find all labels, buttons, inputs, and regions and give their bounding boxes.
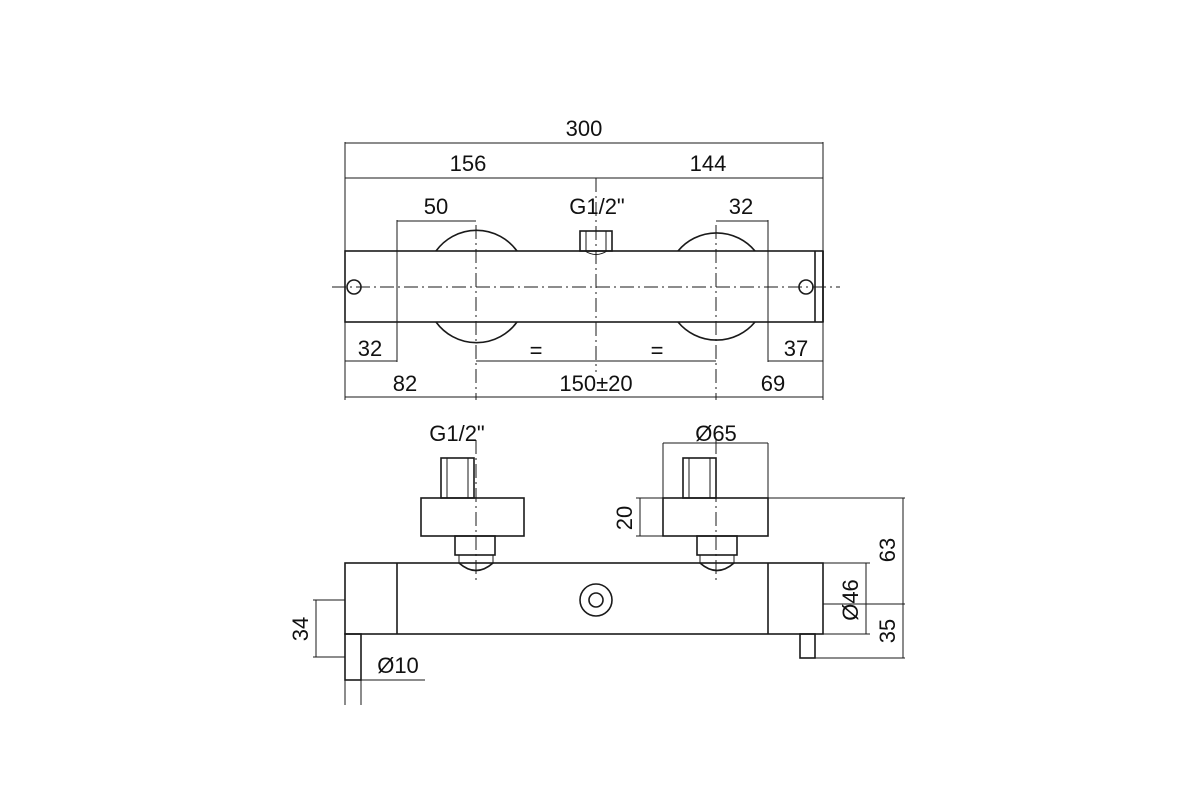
dim-right-end: 37 <box>784 336 808 361</box>
dim-overall-length: 300 <box>566 116 603 141</box>
dim-flange-thickness: 20 <box>612 506 637 530</box>
dim-centres: 150±20 <box>559 371 632 396</box>
centre-outlet-inner <box>588 592 604 608</box>
equal-mark-right: = <box>651 338 664 363</box>
top-inlet-label: G1/2" <box>569 194 625 219</box>
dim-bottom-right: 69 <box>761 371 785 396</box>
dim-outlet-diameter: Ø10 <box>377 653 419 678</box>
dim-bottom-left: 82 <box>393 371 417 396</box>
front-view: G1/2" Ø65 20 63 Ø46 35 34 Ø10 <box>288 421 905 705</box>
left-inlet-fitting <box>440 457 475 499</box>
top-view: 300 156 144 50 32 G1/2" 32 37 = = 82 150… <box>332 116 840 400</box>
left-flange <box>420 497 525 537</box>
dim-left-end: 32 <box>358 336 382 361</box>
right-outlet-pin <box>799 633 816 659</box>
dim-left-length: 156 <box>450 151 487 176</box>
front-inlet-label: G1/2" <box>429 421 485 446</box>
left-outlet-pin <box>344 633 362 681</box>
equal-mark-left: = <box>530 338 543 363</box>
dim-flange-diameter: Ø65 <box>695 421 737 446</box>
dim-outlet-offset: 34 <box>288 617 313 641</box>
dim-outlet-height: 35 <box>875 619 900 643</box>
right-inlet-fitting <box>682 457 717 499</box>
dim-overall-height: 63 <box>875 538 900 562</box>
dim-left-spacing: 50 <box>424 194 448 219</box>
dim-right-spacing: 32 <box>729 194 753 219</box>
front-view-body <box>344 562 824 635</box>
centre-outlet-outer <box>579 583 613 617</box>
dim-right-length: 144 <box>690 151 727 176</box>
left-handle-bottom-arc <box>435 321 518 344</box>
dim-body-diameter: Ø46 <box>838 579 863 621</box>
